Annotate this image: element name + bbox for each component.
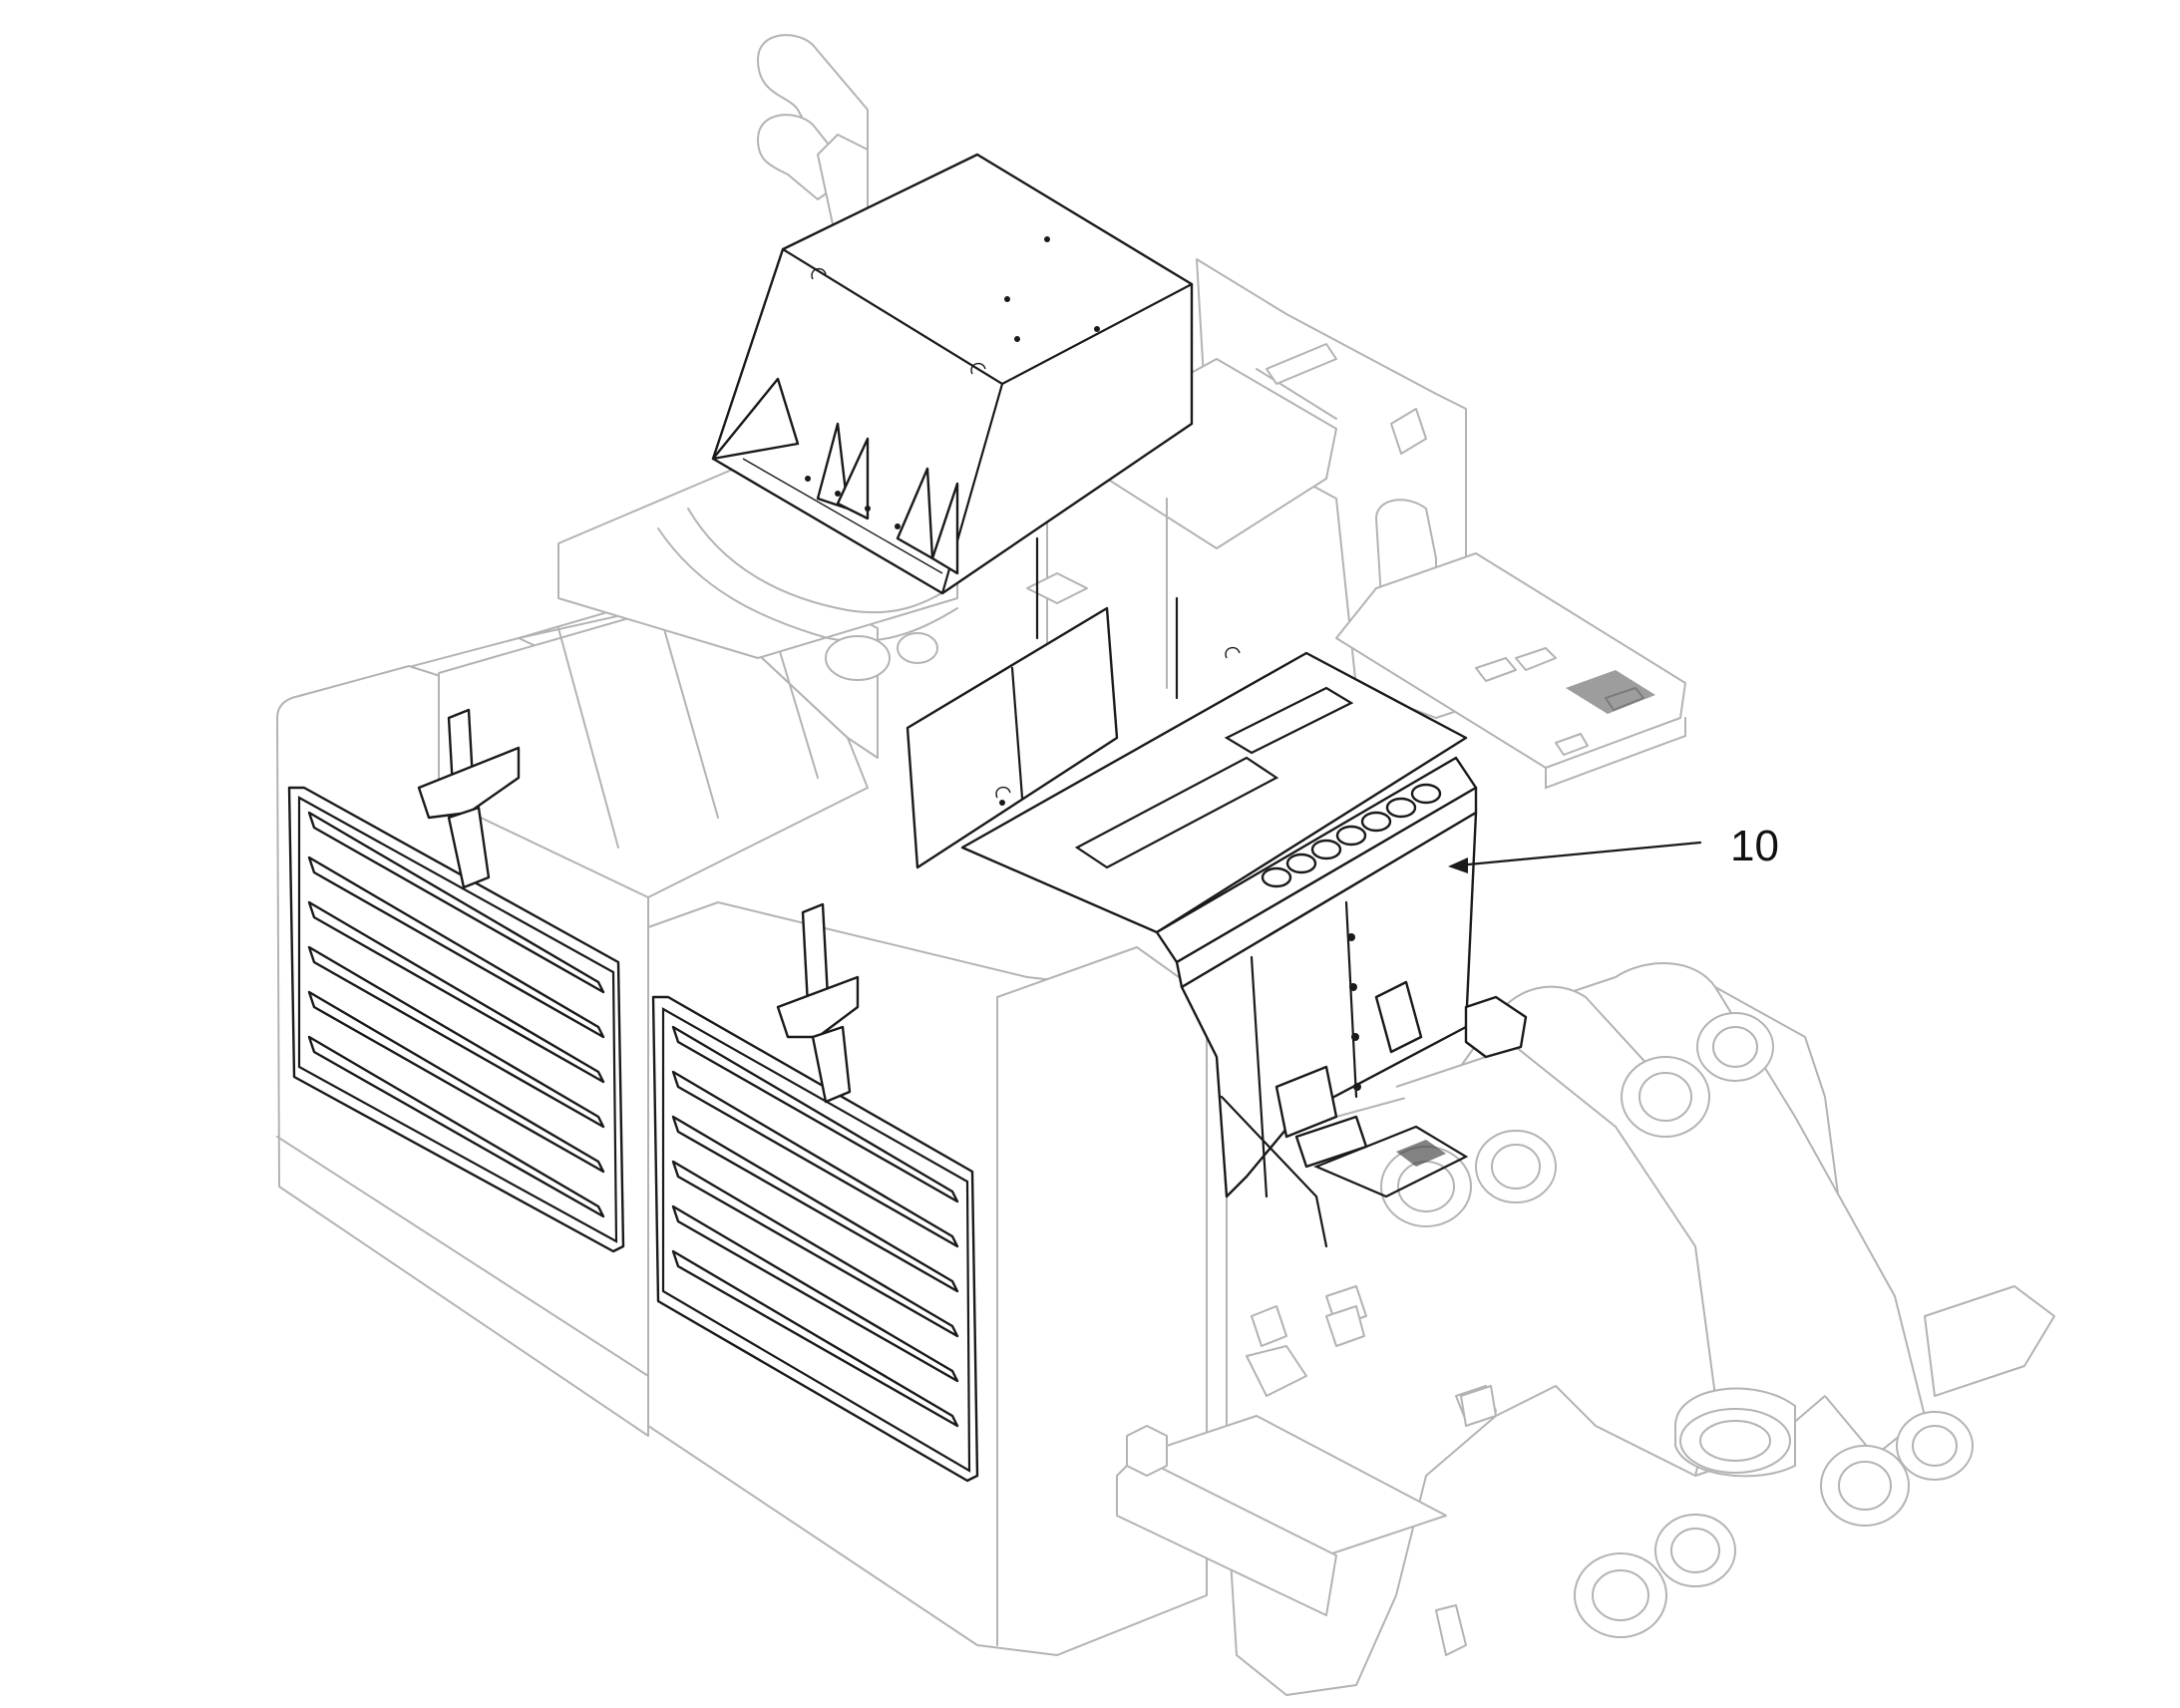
pivot-ring-group (1380, 1012, 1974, 1638)
highlighted-right-grille (651, 902, 979, 1483)
rail-cutouts (1261, 783, 1442, 888)
callout-label: 10 (1730, 822, 1779, 870)
highlighted-left-grille (287, 708, 625, 1253)
highlighted-hood-cover (711, 153, 1194, 595)
highlighted-panel-assembly (960, 651, 1528, 1248)
highlighted-door-panels (906, 536, 1241, 869)
callout-10: 10 (1448, 822, 1779, 873)
